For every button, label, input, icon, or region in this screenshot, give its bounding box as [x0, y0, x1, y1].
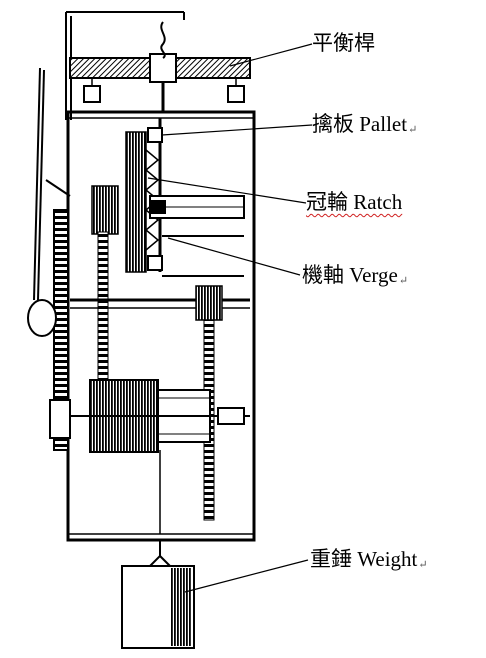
- verge-and-crown-wheel: [125, 118, 245, 277]
- paragraph-mark-icon: ↵: [408, 124, 418, 136]
- driving-weight: [121, 540, 195, 649]
- leader-line-balance: [229, 43, 313, 67]
- leader-line-ratch: [147, 177, 307, 204]
- label-pallet: 擒板 Pallet↵: [312, 112, 418, 136]
- foliot-balance-bar: [69, 21, 251, 112]
- leader-line-verge: [167, 237, 301, 276]
- label-ratch: 冠輪 Ratch: [306, 190, 403, 214]
- paragraph-mark-icon: ↵: [398, 275, 409, 287]
- left-side-gearing: [27, 67, 71, 451]
- label-balance: 平衡桿: [312, 31, 375, 55]
- label-weight: 重錘 Weight↵: [310, 547, 428, 571]
- label-verge: 機軸 Verge↵: [302, 263, 409, 287]
- paragraph-mark-icon: ↵: [418, 559, 428, 571]
- winding-drum: [70, 379, 250, 453]
- leader-line-pallet: [161, 124, 313, 136]
- leader-lines: [147, 43, 313, 593]
- leader-line-weight: [184, 559, 309, 593]
